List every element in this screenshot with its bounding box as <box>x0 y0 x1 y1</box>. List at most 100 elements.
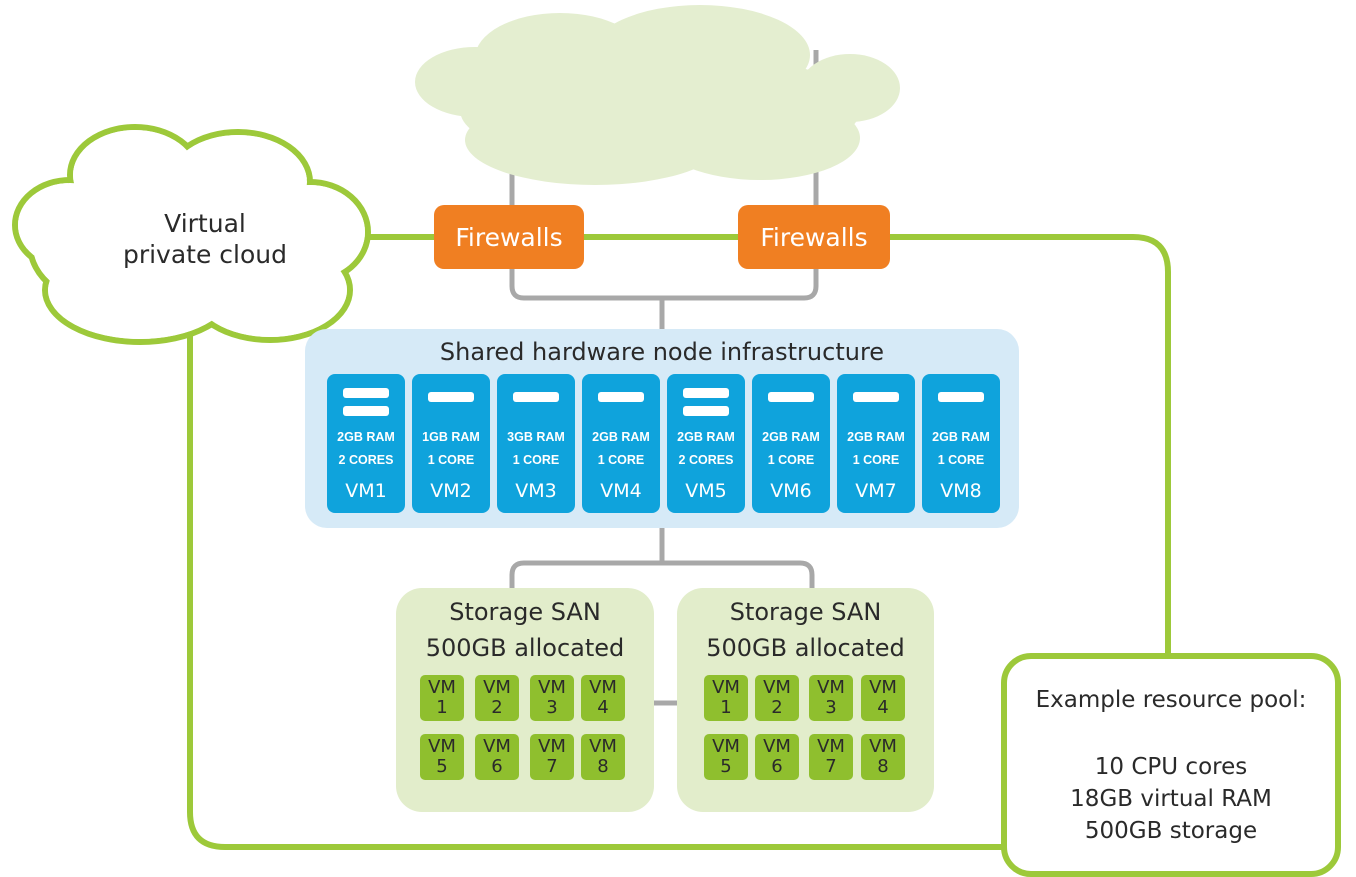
vm-card-2: 1GB RAM 1 CORE VM2 <box>412 374 490 513</box>
resource-pool-cpu: 10 CPU cores <box>1094 754 1248 780</box>
storage-vm-label: VM <box>817 736 845 757</box>
storage-vm-label: VM <box>428 677 456 698</box>
vpc-label-line1: Virtual <box>164 209 246 238</box>
storage-vm-number: 3 <box>825 697 837 718</box>
vm-ram-label: 2GB RAM <box>677 430 735 444</box>
storage-vm-number: 1 <box>720 697 732 718</box>
storage-vm-label: VM <box>817 677 845 698</box>
vm-name-label: VM3 <box>515 480 557 502</box>
resource-pool-box <box>1001 653 1341 877</box>
vm-card-3: 3GB RAM 1 CORE VM3 <box>497 374 575 513</box>
vm-cores-label: 1 CORE <box>937 453 985 467</box>
vm-ram-label: 1GB RAM <box>422 430 480 444</box>
storage-vm-number: 7 <box>546 756 558 777</box>
storage-vm-number: 4 <box>597 697 609 718</box>
virtual-private-cloud-fill <box>18 130 365 339</box>
storage-san-allocation: 500GB allocated <box>425 634 625 662</box>
storage-vm-number: 2 <box>771 697 783 718</box>
vm-card-8: 2GB RAM 1 CORE VM8 <box>922 374 1000 513</box>
storage-vm-label: VM <box>538 677 566 698</box>
storage-vm-number: 1 <box>436 697 448 718</box>
server-slot-icon <box>938 392 984 402</box>
storage-vm-label: VM <box>589 677 617 698</box>
server-slot-icon <box>853 392 899 402</box>
vm-card-4: 2GB RAM 1 CORE VM4 <box>582 374 660 513</box>
storage-vm-label: VM <box>763 736 791 757</box>
storage-vm-number: 8 <box>597 756 609 777</box>
storage-vm-label: VM <box>428 736 456 757</box>
vm-name-label: VM2 <box>430 480 472 502</box>
vm-name-label: VM8 <box>940 480 982 502</box>
vm-ram-label: 2GB RAM <box>337 430 395 444</box>
resource-pool-storage: 500GB storage <box>1084 818 1258 844</box>
vm-card-7: 2GB RAM 1 CORE VM7 <box>837 374 915 513</box>
resource-pool-title: Example resource pool: <box>1035 687 1307 713</box>
vpc-boundary-line <box>187 300 1005 850</box>
firewall-to-node-bracket <box>509 268 819 301</box>
storage-vm-number: 4 <box>877 697 889 718</box>
vm-ram-label: 2GB RAM <box>592 430 650 444</box>
storage-vm-number: 3 <box>546 697 558 718</box>
storage-vm-number: 6 <box>771 756 783 777</box>
storage-vm-label: VM <box>589 736 617 757</box>
storage-san-title: Storage SAN <box>729 598 882 626</box>
vm-name-label: VM1 <box>345 480 387 502</box>
vm-ram-label: 3GB RAM <box>507 430 565 444</box>
storage-vm-number: 8 <box>877 756 889 777</box>
storage-vm-label: VM <box>712 736 740 757</box>
server-slot-icon <box>683 388 729 398</box>
server-slot-icon <box>513 392 559 402</box>
storage-vm-label: VM <box>763 677 791 698</box>
server-slot-icon <box>343 406 389 416</box>
san-bracket <box>509 560 815 592</box>
storage-vm-number: 5 <box>720 756 732 777</box>
vm-name-label: VM6 <box>770 480 812 502</box>
vm-ram-label: 2GB RAM <box>762 430 820 444</box>
firewall-box-1: Firewalls <box>434 205 584 269</box>
storage-vm-number: 5 <box>436 756 448 777</box>
storage-vm-number: 7 <box>825 756 837 777</box>
vm-cores-label: 2 CORES <box>338 453 394 467</box>
storage-vm-label: VM <box>869 677 897 698</box>
firewall-box-2: Firewalls <box>738 205 890 269</box>
vm-cores-label: 1 CORE <box>427 453 475 467</box>
server-slot-icon <box>598 392 644 402</box>
internet-cloud-icon <box>415 5 900 185</box>
vm-cores-label: 1 CORE <box>512 453 560 467</box>
storage-vm-label: VM <box>538 736 566 757</box>
vpc-label: Virtual private cloud <box>110 208 300 270</box>
vm-card-6: 2GB RAM 1 CORE VM6 <box>752 374 830 513</box>
storage-vm-label: VM <box>712 677 740 698</box>
vm-cores-label: 1 CORE <box>767 453 815 467</box>
storage-vm-label: VM <box>483 677 511 698</box>
vm-ram-label: 2GB RAM <box>932 430 990 444</box>
server-slot-icon <box>428 392 474 402</box>
vm-name-label: VM4 <box>600 480 642 502</box>
vm-cores-label: 1 CORE <box>597 453 645 467</box>
vm-cores-label: 1 CORE <box>852 453 900 467</box>
vm-ram-label: 2GB RAM <box>847 430 905 444</box>
storage-san-title: Storage SAN <box>449 598 601 626</box>
resource-pool-ram: 18GB virtual RAM <box>1070 786 1272 812</box>
vm-name-label: VM7 <box>855 480 897 502</box>
storage-vm-number: 2 <box>491 697 503 718</box>
storage-vm-label: VM <box>483 736 511 757</box>
storage-san-allocation: 500GB allocated <box>706 634 905 662</box>
server-slot-icon <box>343 388 389 398</box>
vm-card-1: 2GB RAM 2 CORES VM1 <box>327 374 405 513</box>
